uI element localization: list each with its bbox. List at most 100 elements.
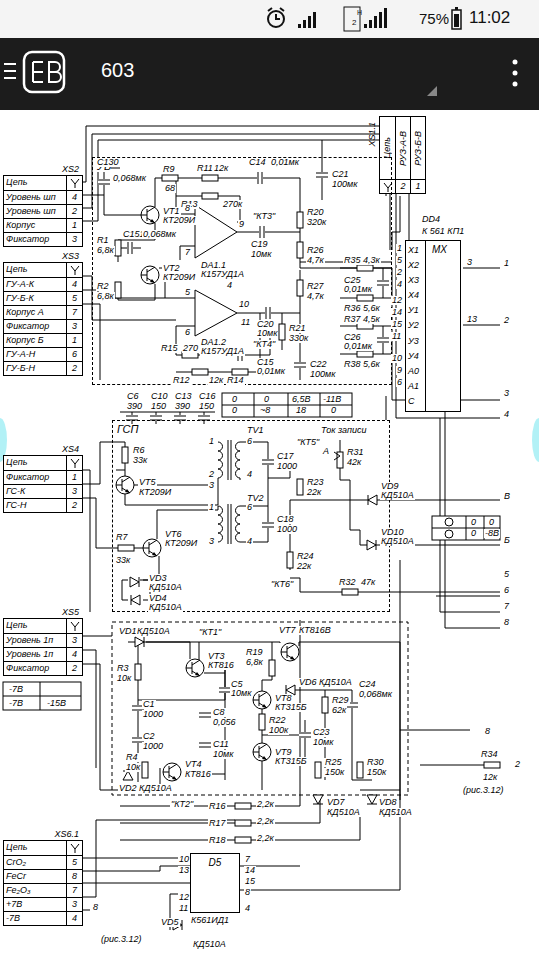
pin-name: У1 [406,306,425,315]
transistors [163,763,181,781]
part-label: 11 [178,904,189,913]
part-label: 4 [503,410,510,419]
chip-box: DD4К 561 КП1MXX1X2X3X4У1У2У3У4A0A1C [405,240,461,412]
part-label: КТ816 [184,770,212,779]
capacitors [316,172,328,178]
pin-number: 5 [72,857,77,867]
part-label: Б [503,536,511,545]
part-label: 6 [246,503,253,512]
table-row: Цепь [4,176,82,190]
part-label: 0 [470,529,477,538]
contact-symbol [71,459,79,468]
table-cell: 3 [67,233,82,246]
column-heading: Цепь [6,842,27,852]
table-cell: Цепь [4,176,67,190]
pin-name: Уровень 1п [6,649,53,659]
part-label: КТ816 [207,661,235,670]
pin-number: 1 [415,181,420,191]
capacitors [299,732,311,738]
status-bar [298,12,316,28]
column-heading: Цепь [6,457,27,467]
table-row: Цепь [4,456,82,470]
pin-name: У3 [406,337,425,346]
part-label: 13 [178,866,190,875]
part-label: (рис.3.12) [100,935,143,944]
part-label: 8 [503,618,510,627]
part-label: R19 [245,648,264,657]
part-label: VD2 [118,784,138,793]
part-label: C16 [198,392,217,401]
part-label: C21 [331,170,350,179]
table-cell: 3 [67,898,82,911]
part-label: C19 [250,240,269,249]
table-cell: 1 [67,471,82,484]
connector-box: XS3ЦепьГУ-А-К4ГУ-Б-К5Корпус А7Фиксатор3К… [3,250,83,376]
pin-number: 4 [72,279,77,289]
pin-name: РУЗ-А-В [399,131,408,166]
pin-name: Корпус [6,220,35,230]
wires [82,126,500,418]
table-row: Корпус А7 [4,305,82,319]
table-cell: CrO₂ [4,856,67,869]
part-label: 68 [164,184,176,193]
resistors [118,545,134,551]
table-row: Корпус Б1 [4,333,82,347]
part-label: 33к [132,456,148,465]
transistors [186,659,204,677]
part-label: VD9 [380,482,400,491]
table-cell: Фиксатор [4,320,67,333]
column-heading: Цепь [6,177,27,187]
part-label: R16 [208,802,227,811]
part-label: 7 [244,855,251,864]
part-label: VT7 [278,626,297,635]
table-cell: -7В [4,912,67,925]
transistors [281,643,299,661]
part-label: 4,7к [306,256,325,265]
part-label: R22 [268,716,287,725]
part-label: 390 [126,402,143,411]
part-label: 8 [184,204,191,213]
pin-name: Фиксатор [6,321,49,331]
connector-box: XS2ЦепьУровень шп4Уровень шп2Корпус1Фикс… [3,163,83,247]
part-label: КТ209И [164,539,198,548]
table-cell: Уровень шп [4,205,67,218]
table-cell: Фиксатор [4,662,67,675]
column-heading: Цепь [383,137,392,158]
part-label: R32 [338,578,357,587]
pin-number: 7 [72,885,77,895]
table-cell: 5 [67,856,82,869]
diodes [131,595,140,605]
table-row: ГУ-Б-Н2 [4,361,82,375]
contact-symbol [70,265,80,275]
part-label: "КТ5" [296,438,320,447]
part-label: R25 [324,758,343,767]
pin-name: Уровень шп [6,206,56,216]
tables [445,530,453,538]
part-label: 7 [503,602,510,611]
table-cell: FeCr [4,870,67,883]
pin-number: 3 [72,635,77,645]
part-label: 3 [208,481,215,490]
part-label: 12 [178,893,190,902]
table-cell: 3 [67,320,82,333]
pin-number: 1 [72,472,77,482]
part-label: 9 [238,220,245,229]
part-label: КД510А [380,537,415,546]
page-number: 603 [100,60,135,80]
part-label: C23 [312,728,331,737]
pin-name: CrO₂ [6,857,26,867]
part-label: 7 [184,248,191,257]
status-bar [268,8,284,19]
transistors [253,743,271,761]
table-row: Корпус1 [4,218,82,232]
part-label: 6 [184,328,191,337]
part-label: VD7 [326,798,346,807]
part-label: В [503,492,511,501]
diodes [130,577,139,587]
app-bar [0,38,539,110]
table-cell: 4 [67,278,82,291]
connector-name: XS6.1 [3,828,83,840]
part-label: VT4 [184,760,203,769]
diodes [135,637,144,647]
part-label: 10мк [250,250,272,259]
